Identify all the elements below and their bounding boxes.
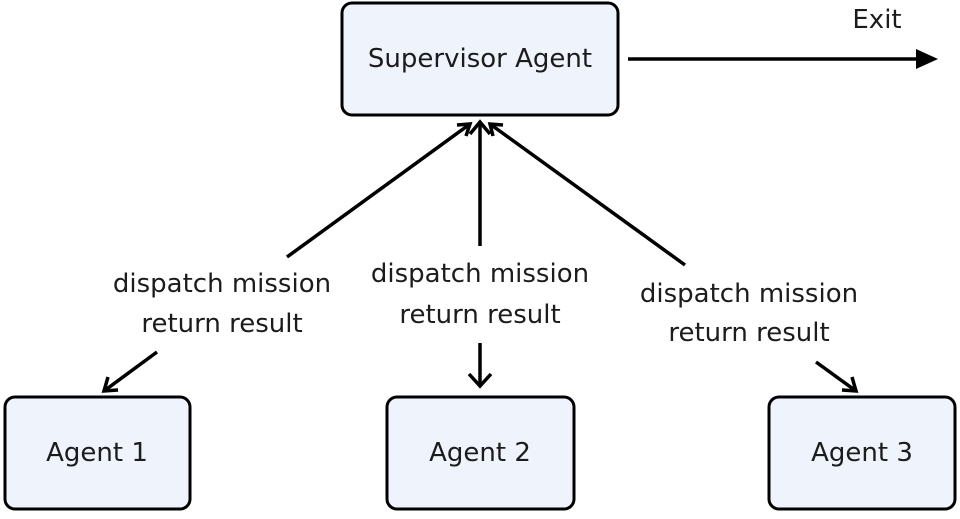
supervisor-box bbox=[340, 1, 620, 117]
agent1-box bbox=[3, 395, 192, 511]
edge-agent1-down-arrowhead bbox=[101, 376, 119, 393]
exit-arrowhead bbox=[916, 49, 938, 69]
agent1-label: Agent 1 bbox=[46, 438, 148, 468]
edge-agent3-up-arrowhead bbox=[487, 122, 504, 137]
edge-agent3: dispatch mission return result bbox=[487, 122, 859, 393]
edge-agent3-lower-line bbox=[814, 360, 858, 393]
agent3-label: Agent 3 bbox=[811, 438, 913, 468]
supervisor-node: Supervisor Agent bbox=[340, 1, 620, 117]
edge-agent2-label-line1: dispatch mission bbox=[371, 259, 589, 289]
edge-agent1-label-line1: dispatch mission bbox=[113, 269, 331, 299]
exit-edge: Exit bbox=[628, 5, 938, 69]
edge-agent2-up-arrowhead bbox=[468, 119, 492, 136]
edge-agent3-down-arrowhead bbox=[841, 376, 859, 393]
edge-agent2-down-arrowhead bbox=[467, 372, 493, 389]
edge-agent1-lower-line bbox=[102, 350, 159, 393]
edge-agent1-upper-line bbox=[285, 122, 472, 259]
exit-label: Exit bbox=[852, 5, 901, 35]
supervisor-label: Supervisor Agent bbox=[368, 44, 592, 74]
edge-agent2-label-line2: return result bbox=[399, 300, 560, 330]
edge-agent1-label-line2: return result bbox=[141, 309, 302, 339]
edge-agent2: dispatch mission return result bbox=[371, 119, 589, 389]
edge-agent3-label-line2: return result bbox=[668, 318, 829, 348]
agent2-label: Agent 2 bbox=[429, 438, 531, 468]
agent3-node: Agent 3 bbox=[767, 395, 957, 511]
edge-agent1-up-arrowhead bbox=[456, 122, 473, 137]
edge-agent1: dispatch mission return result bbox=[101, 122, 473, 393]
edge-agent3-label-line1: dispatch mission bbox=[640, 279, 858, 309]
edge-agent3-upper-line bbox=[488, 122, 687, 267]
agent1-node: Agent 1 bbox=[3, 395, 192, 511]
agent3-box bbox=[767, 395, 957, 511]
agent2-box bbox=[385, 395, 576, 511]
agent2-node: Agent 2 bbox=[385, 395, 576, 511]
